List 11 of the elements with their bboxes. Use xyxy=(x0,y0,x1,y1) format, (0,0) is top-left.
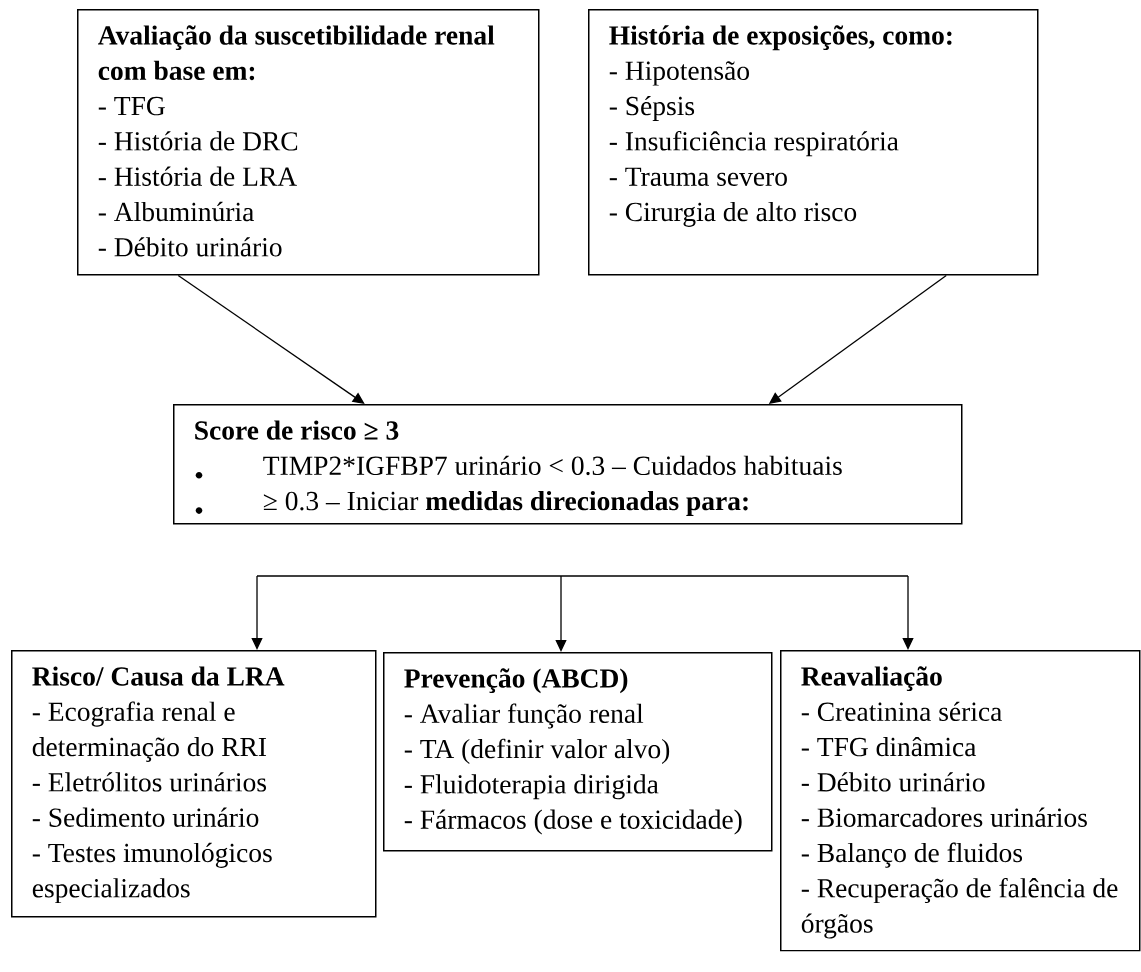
process-box: Score de risco ≥ 3 TIMP2*IGFBP7 urinário < 0.3 – Cuidados habituais ≥ 0.3 – Iniciar medidas direcionadas para: xyxy=(173,404,963,525)
arrow xyxy=(177,274,365,404)
process-box: Prevenção (ABCD) - Avaliar função renal - TA (definir valor alvo) - Fluidoterapia dirigida - Fármacos (dose e toxicidade) xyxy=(383,652,773,852)
arrow xyxy=(251,575,263,650)
arrow xyxy=(902,575,914,650)
process-box: Avaliação da suscetibilidade renal com base em: - TFG - História de DRC - História de LRA - Albuminúria - Débito urinário xyxy=(77,9,540,276)
process-box: História de exposições, como: - Hipotensão - Sépsis - Insuficiência respiratória - Trauma severo - Cirurgia de alto risco xyxy=(588,9,1039,276)
process-box: Reavaliação - Creatinina sérica - TFG dinâmica - Débito urinário - Biomarcadores urinários - Balanço de fluidos - Recuperação de falência de órgãos xyxy=(780,650,1141,952)
connector-line xyxy=(256,575,909,577)
process-box: Risco/ Causa da LRA - Ecografia renal e determinação do RRI - Eletrólitos urinários - Sedimento urinário - Testes imunológicos especializados xyxy=(11,650,377,918)
arrow xyxy=(555,575,567,652)
